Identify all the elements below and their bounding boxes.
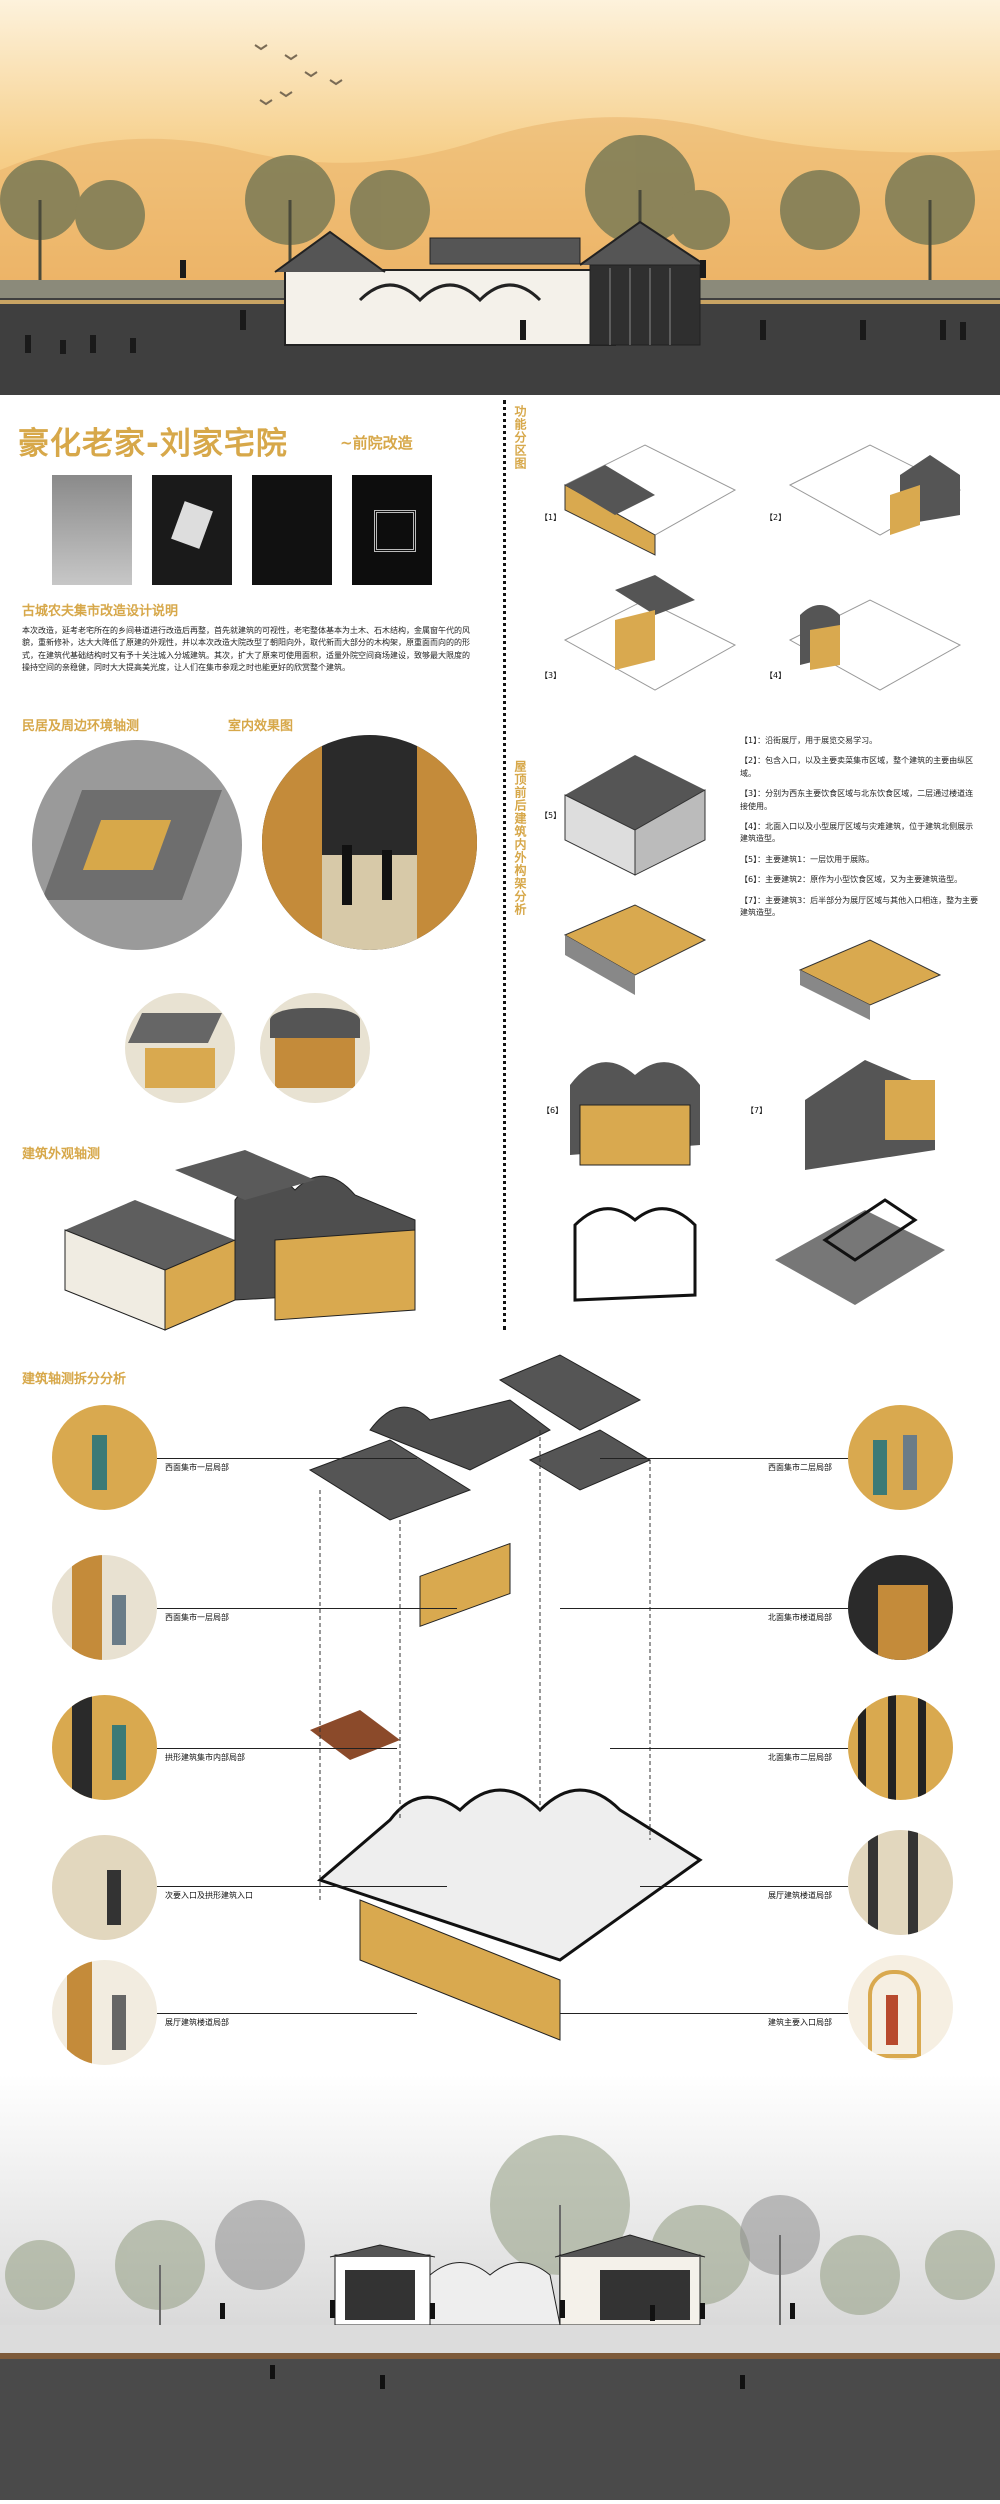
interior-heading: 室内效果图: [228, 719, 294, 734]
detail-circle-left: [125, 993, 235, 1103]
explode-right-label-1: 西面集市二层局部: [768, 1463, 832, 1472]
exterior-axonometric: [55, 1140, 435, 1340]
explode-left-label-2: 西面集市一层局部: [165, 1613, 229, 1622]
func-label-4: 【4】: [765, 671, 787, 680]
func-diagram-2: [770, 415, 970, 565]
leader-left-2: [157, 1608, 457, 1609]
explode-right-circle-2: [848, 1555, 953, 1660]
main-subtitle: ~前院改造: [340, 434, 413, 452]
explode-left-circle-4: [52, 1835, 157, 1940]
func-label-2: 【2】: [765, 513, 787, 522]
explode-right-label-5: 建筑主要入口局部: [768, 2018, 832, 2027]
leader-right-1: [600, 1458, 848, 1459]
leader-right-5: [560, 2013, 848, 2014]
column-divider: [503, 400, 506, 1330]
explode-left-circle-5: [52, 1960, 157, 2065]
legend-1: 【1】：沿街展厅，用于展览交易学习。: [740, 736, 878, 745]
legend-7: 【7】：主要建筑3：后半部分为展厅区域与其他入口相连，整为主要建筑造型。: [740, 895, 979, 917]
func-diagram-1: [545, 415, 745, 565]
struct-diagram-5b: [790, 920, 950, 1020]
leader-right-4: [640, 1886, 848, 1887]
func-label-1: 【1】: [540, 513, 562, 522]
func-diagram-4: [770, 570, 970, 720]
main-title: 豪化老家-刘家宅院: [18, 426, 288, 462]
explode-right-circle-5: [848, 1955, 953, 2060]
hero-illustration: [0, 0, 1000, 395]
photo-window: [152, 475, 232, 585]
struct-diagram-7: [765, 1040, 955, 1335]
leader-right-2: [560, 1608, 848, 1609]
func-label-3: 【3】: [540, 671, 562, 680]
struct-diagram-6: [560, 1045, 710, 1335]
legend-5: 【5】：主要建筑1：一层饮用于展陈。: [740, 854, 875, 864]
legend-2: 【2】：包含入口，以及主要卖菜集市区域，整个建筑的主要由纵区域。: [740, 756, 974, 778]
intro-heading: 古城农夫集市改造设计说明: [22, 604, 179, 619]
explode-left-circle-3: [52, 1695, 157, 1800]
explode-right-circle-4: [848, 1830, 953, 1935]
struct-label-5: 【5】: [540, 811, 562, 820]
exploded-axonometric: [300, 1340, 730, 2100]
photo-lattice: [352, 475, 432, 585]
photo-courtyard: [52, 475, 132, 585]
exterior-heading: 建筑外观轴测: [22, 1147, 101, 1162]
explode-right-circle-3: [848, 1695, 953, 1800]
struct-diagram-5: [555, 745, 715, 1015]
explode-left-label-3: 拱形建筑集市内部局部: [165, 1753, 245, 1762]
legend-4: 【4】：北面入口以及小型展厅区域与灾难建筑，位于建筑北侧展示建筑造型。: [740, 821, 974, 844]
leader-left-1: [157, 1458, 417, 1459]
explode-left-circle-1: [52, 1405, 157, 1510]
leader-left-4: [157, 1886, 447, 1887]
explode-right-circle-1: [848, 1405, 953, 1510]
func-diagram-3: [545, 570, 745, 720]
func-heading: 功能分区图: [513, 405, 527, 470]
explode-left-label-5: 展厅建筑楼道局部: [165, 2018, 229, 2027]
leader-left-3: [157, 1748, 397, 1749]
surroundings-axonometric: [32, 740, 242, 950]
struct-heading: 屋顶前后建筑内外构架分析: [513, 760, 527, 916]
struct-legend: 【1】：沿街展厅，用于展览交易学习。 【2】：包含入口，以及主要卖菜集市区域，整…: [740, 735, 980, 919]
explode-left-circle-2: [52, 1555, 157, 1660]
struct-label-6: 【6】: [542, 1106, 564, 1115]
struct-label-7: 【7】: [746, 1106, 768, 1115]
photo-row: [52, 475, 432, 585]
interior-rendering: [262, 735, 477, 950]
detail-circle-right: [260, 993, 370, 1103]
leader-right-3: [610, 1748, 848, 1749]
legend-3: 【3】：分别为西东主要饮食区域与北东饮食区域，二层通过楼道连接使用。: [740, 789, 974, 811]
explode-right-label-3: 北面集市二层局部: [768, 1753, 832, 1762]
explode-heading: 建筑轴测拆分分析: [22, 1372, 127, 1387]
hero-elevation: [0, 0, 1000, 395]
explode-right-label-4: 展厅建筑楼道局部: [768, 1891, 832, 1900]
leader-left-5: [157, 2013, 417, 2014]
photo-dark-room: [252, 475, 332, 585]
intro-body: 本次改造，延考老宅所在的乡间巷道进行改造后再整，首先就建筑的可视性，老宅整体基本…: [22, 626, 470, 673]
explode-left-label-4: 次要入口及拱形建筑入口: [165, 1891, 253, 1900]
bottom-elevation: [0, 2075, 1000, 2500]
surround-heading: 民居及周边环境轴测: [22, 719, 140, 734]
explode-left-label-1: 西面集市一层局部: [165, 1463, 229, 1472]
legend-6: 【6】：主要建筑2：原作为小型饮食区域，又为主要建筑造型。: [740, 875, 963, 885]
explode-right-label-2: 北面集市楼道局部: [768, 1613, 832, 1622]
